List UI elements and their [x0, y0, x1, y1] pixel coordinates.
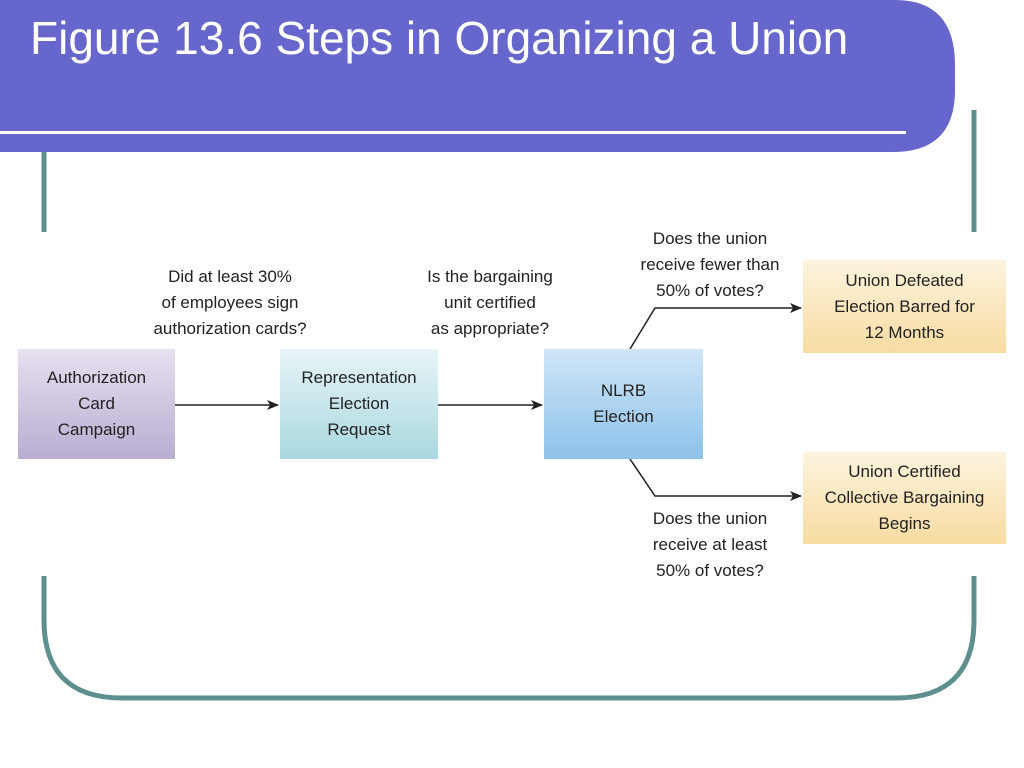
- authorization-card-campaign-box: Authorization Card Campaign: [18, 349, 175, 459]
- question-fewer-than-fifty: Does the union receive fewer than 50% of…: [640, 229, 780, 300]
- question-at-least-fifty: Does the union receive at least 50% of v…: [652, 509, 768, 580]
- question-unit-certified: Is the bargaining unit certified as appr…: [427, 267, 553, 338]
- title-underline: [0, 131, 906, 134]
- union-certified-box: Union Certified Collective Bargaining Be…: [803, 452, 1006, 544]
- union-defeated-box: Union Defeated Election Barred for 12 Mo…: [803, 260, 1006, 353]
- question-thirty-percent: Did at least 30% of employees sign autho…: [153, 267, 307, 338]
- title-band-shape: [0, 0, 955, 152]
- nlrb-election-box: NLRB Election: [544, 349, 703, 459]
- frame-bottom-curve: [41, 576, 977, 701]
- title-band: [0, 0, 955, 152]
- representation-election-request-box: Representation Election Request: [280, 349, 438, 459]
- page-title: Figure 13.6 Steps in Organizing a Union: [30, 12, 849, 64]
- arrow-nlrb-to-defeated: [629, 303, 802, 350]
- arrow-nlrb-to-certified: [629, 458, 802, 501]
